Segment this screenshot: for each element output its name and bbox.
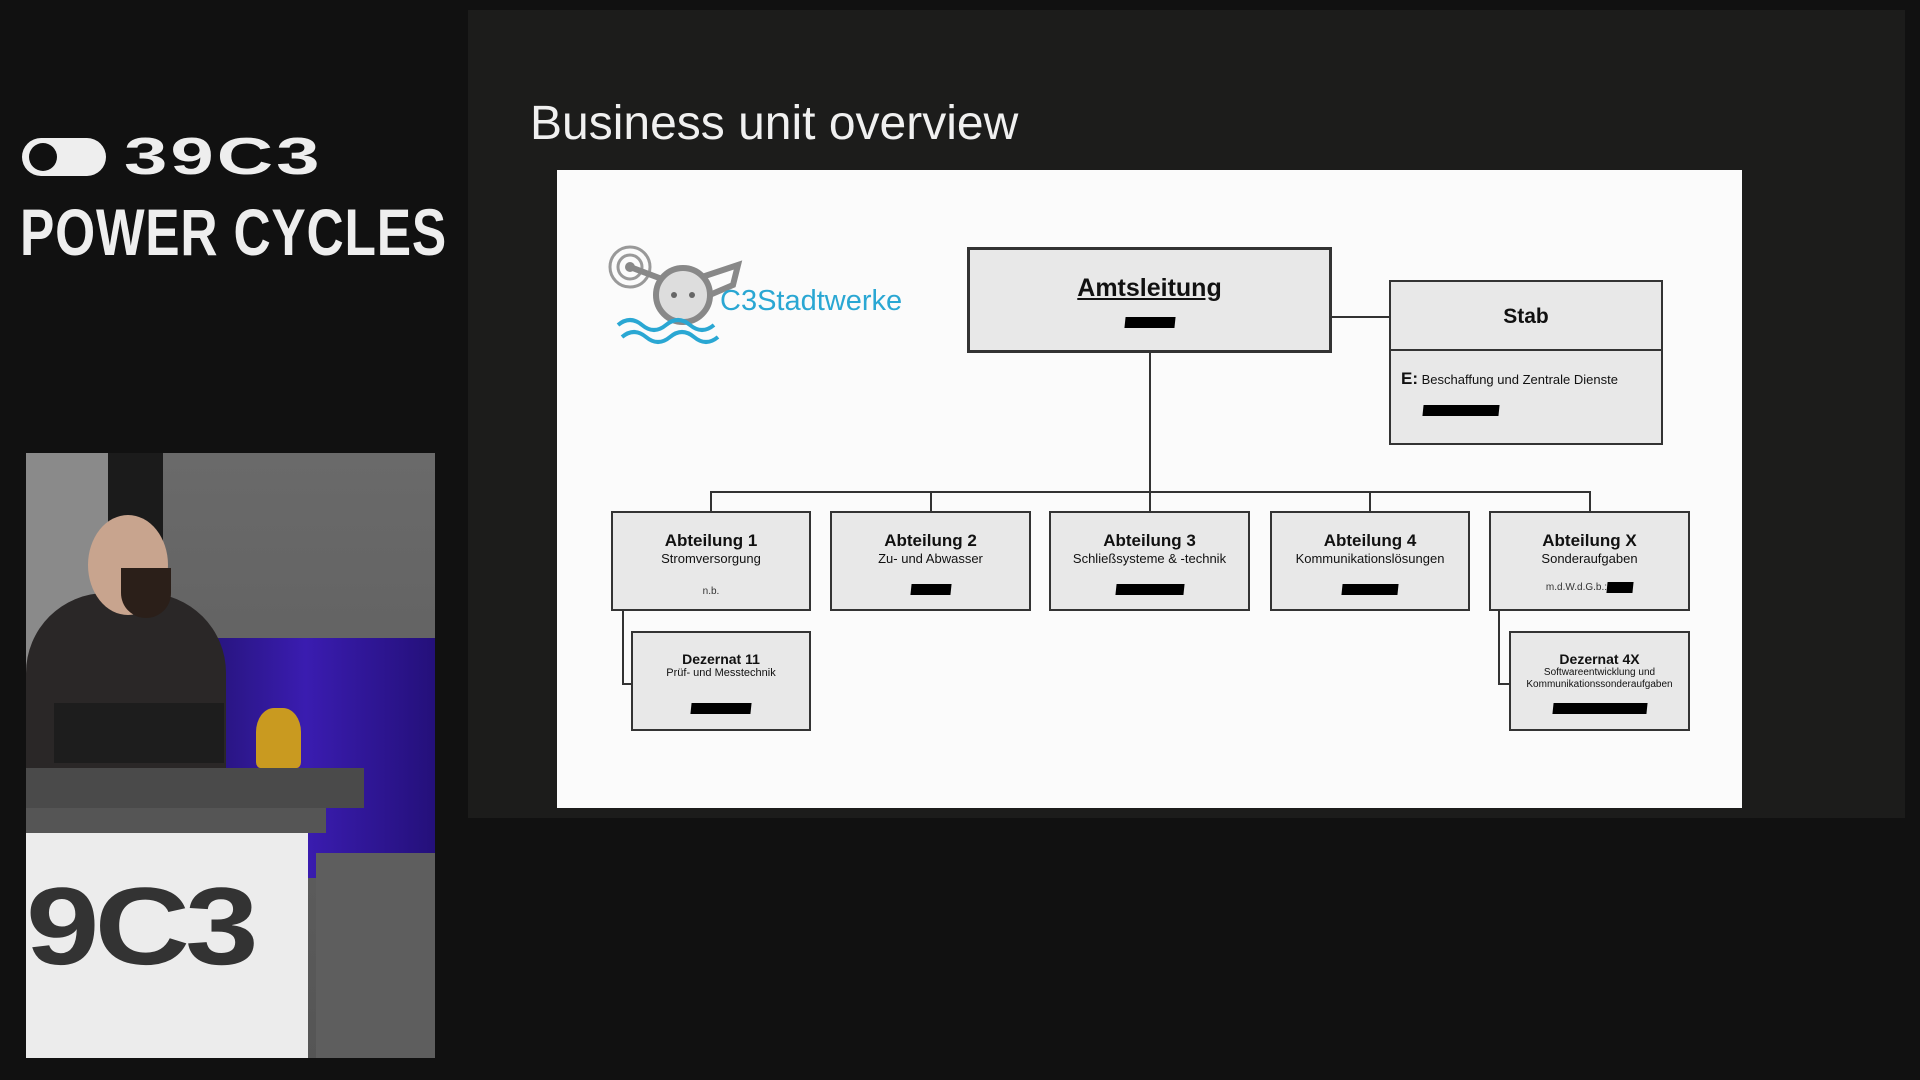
box-title: Dezernat 11 <box>682 651 760 667</box>
connector-line <box>622 611 624 684</box>
connector-line <box>930 491 932 511</box>
org-box-dezernat-4x: Dezernat 4X Softwareentwicklung und Komm… <box>1509 631 1690 731</box>
org-box-abteilung-4: Abteilung 4 Kommunikationslösungen <box>1270 511 1470 611</box>
box-subtitle: Kommunikationslösungen <box>1295 551 1445 566</box>
connector-line <box>710 491 712 511</box>
org-box-amtsleitung: Amtsleitung <box>967 247 1332 353</box>
org-box-abteilung-x: Abteilung X Sonderaufgaben m.d.W.d.G.b.: <box>1489 511 1690 611</box>
connector-line <box>1589 491 1591 511</box>
box-subtitle: Softwareentwicklung und Kommunikationsso… <box>1526 667 1673 690</box>
c3stadtwerke-logo-icon <box>608 245 743 344</box>
redaction-bar <box>1422 405 1500 416</box>
box-subtitle: Prüf- und Messtechnik <box>666 667 776 679</box>
stab-text: Beschaffung und Zentrale Dienste <box>1421 372 1618 387</box>
box-title: Abteilung 2 <box>884 531 977 550</box>
connector-line <box>1369 491 1371 511</box>
redaction-bar <box>909 584 952 595</box>
speaker-video: 9C3 <box>26 453 435 1058</box>
box-subtitle: Stromversorgung <box>661 551 761 566</box>
connector-line <box>622 683 632 685</box>
box-subtitle: Zu- und Abwasser <box>878 551 983 566</box>
org-box-dezernat-11: Dezernat 11 Prüf- und Messtechnik <box>631 631 811 731</box>
box-note: n.b. <box>702 586 720 597</box>
box-subtitle: Schließsysteme & -technik <box>1072 551 1227 566</box>
box-title: Abteilung 4 <box>1323 531 1417 550</box>
toggle-logo-icon <box>22 138 106 176</box>
box-title: Stab <box>1391 282 1661 351</box>
org-box-stab: Stab E: Beschaffung und Zentrale Dienste <box>1389 280 1663 445</box>
box-subtitle: Sonderaufgaben <box>1541 551 1638 566</box>
connector-line <box>1498 611 1500 684</box>
org-box-abteilung-1: Abteilung 1 Stromversorgung n.b. <box>611 511 811 611</box>
redaction-bar <box>1114 584 1185 595</box>
redaction-bar <box>1606 582 1634 593</box>
event-motto: POWER CYCLES <box>20 195 447 269</box>
box-title: Dezernat 4X <box>1559 651 1640 667</box>
logo-text: C3Stadtwerke <box>720 285 903 317</box>
connector-line <box>1332 316 1390 318</box>
org-box-abteilung-2: Abteilung 2 Zu- und Abwasser <box>830 511 1031 611</box>
stab-prefix: E: <box>1401 369 1418 388</box>
box-title: Abteilung 3 <box>1103 531 1196 550</box>
box-note: m.d.W.d.G.b.: <box>1545 582 1608 594</box>
slide-title: Business unit overview <box>530 97 1019 150</box>
podium-logo: 9C3 <box>26 865 259 988</box>
connector-line <box>1149 353 1151 512</box>
connector-line <box>710 491 1590 493</box>
connector-line <box>1498 683 1510 685</box>
redaction-bar <box>1123 317 1176 328</box>
box-title: Abteilung 1 <box>664 531 758 550</box>
org-box-abteilung-3: Abteilung 3 Schließsysteme & -technik <box>1049 511 1250 611</box>
event-logo: 39C3 <box>22 128 392 186</box>
box-title: Abteilung X <box>1542 531 1637 550</box>
redaction-bar <box>690 703 752 714</box>
event-name: 39C3 <box>124 128 323 186</box>
redaction-bar <box>1341 584 1399 595</box>
box-title: Amtsleitung <box>1077 274 1222 302</box>
redaction-bar <box>1551 703 1648 714</box>
